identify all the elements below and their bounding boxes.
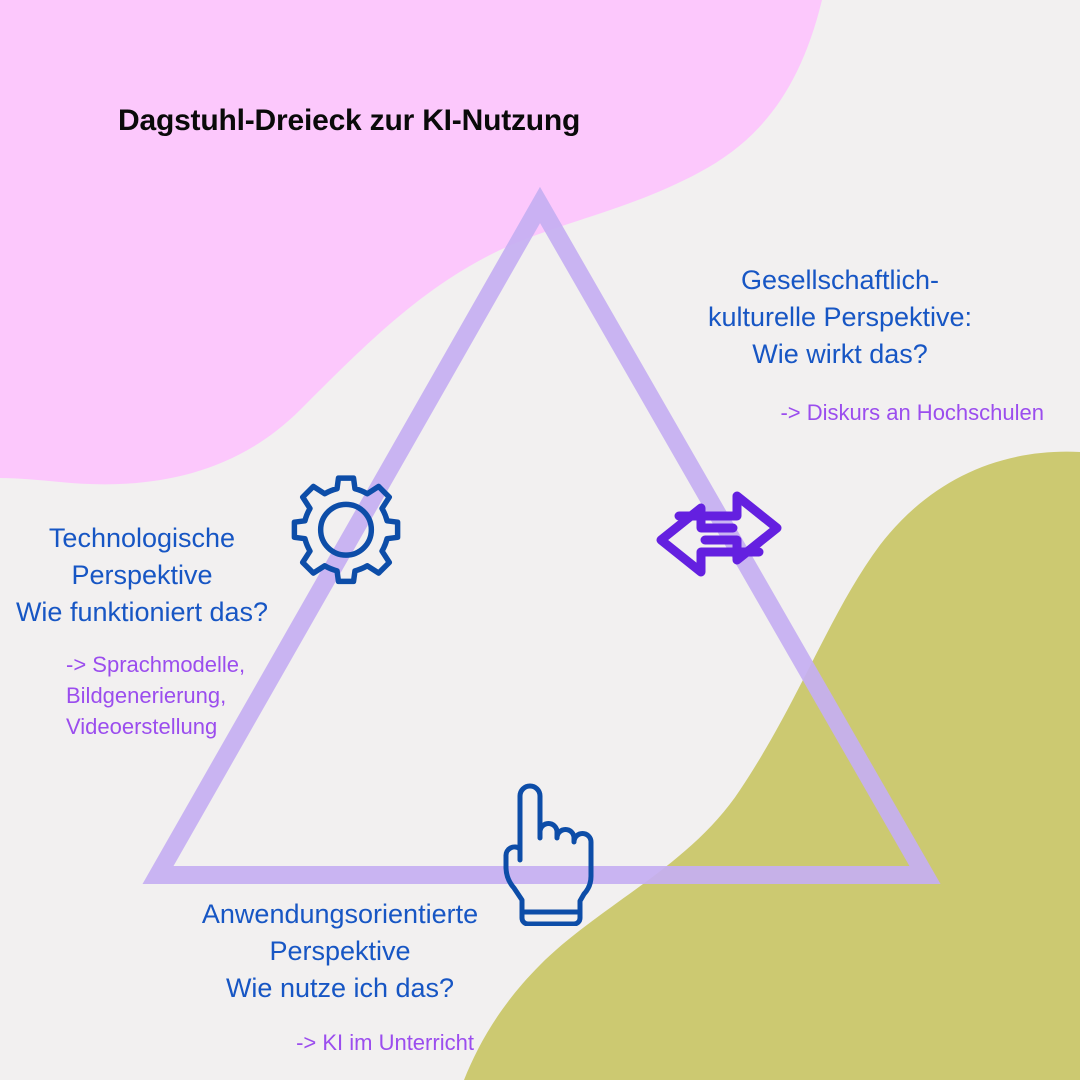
- olive-blob: [464, 451, 1080, 1080]
- perspective-block-social-cultural: Gesellschaftlich- kulturelle Perspektive…: [630, 262, 1050, 428]
- perspective-block-application: Anwendungsorientierte Perspektive Wie nu…: [110, 896, 570, 1058]
- perspective-title-social-cultural: Gesellschaftlich- kulturelle Perspektive…: [707, 265, 973, 369]
- pink-blob: [0, 0, 822, 485]
- perspective-title-technological: Technologische Perspektive Wie funktioni…: [15, 523, 269, 627]
- perspective-title-application: Anwendungsorientierte Perspektive Wie nu…: [201, 899, 479, 1003]
- perspective-example-social-cultural: -> Diskurs an Hochschulen: [780, 400, 1044, 425]
- perspective-example-application: -> KI im Unterricht: [296, 1030, 474, 1055]
- page-title: Dagstuhl-Dreieck zur KI-Nutzung: [118, 104, 581, 137]
- gear-icon: [281, 471, 411, 601]
- pointing-hand-icon: [494, 780, 594, 927]
- perspective-block-technological: Technologische Perspektive Wie funktioni…: [0, 520, 292, 742]
- perspective-example-technological: -> Sprachmodelle, Bildgenerierung, Video…: [66, 652, 246, 739]
- exchange-arrows-icon: [645, 484, 793, 584]
